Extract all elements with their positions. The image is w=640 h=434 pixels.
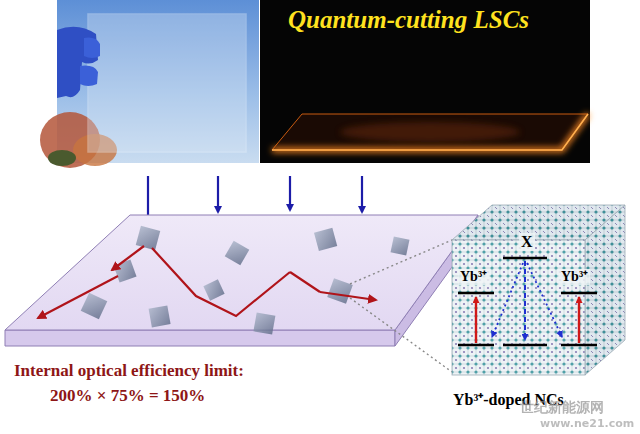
exciton-level: X — [519, 233, 535, 251]
lsc-slab — [5, 215, 478, 346]
zoom-leader — [350, 240, 452, 372]
ion-level: Yb³⁺ — [559, 269, 590, 285]
watermark: www.ne21.com — [540, 418, 634, 431]
photo-title: Quantum-cutting LSCs — [288, 6, 529, 35]
nanocrystal-box: XYb³⁺Yb³⁺Yb³⁺-doped NCs — [445, 195, 635, 415]
ion-level: Yb³⁺ — [458, 269, 489, 285]
lattice-cube — [452, 205, 625, 375]
emission-arrows — [38, 246, 376, 318]
photo-panel: Quantum-cutting LSCs — [260, 0, 590, 163]
watermark: 世纪新能源网 — [520, 399, 604, 415]
photo-left — [40, 0, 259, 168]
energy-levels — [458, 258, 597, 345]
efficiency-label: Internal optical efficiency limit: — [14, 361, 244, 381]
photo-right — [260, 0, 590, 163]
efficiency-value: 200% × 75% = 150% — [50, 386, 205, 406]
